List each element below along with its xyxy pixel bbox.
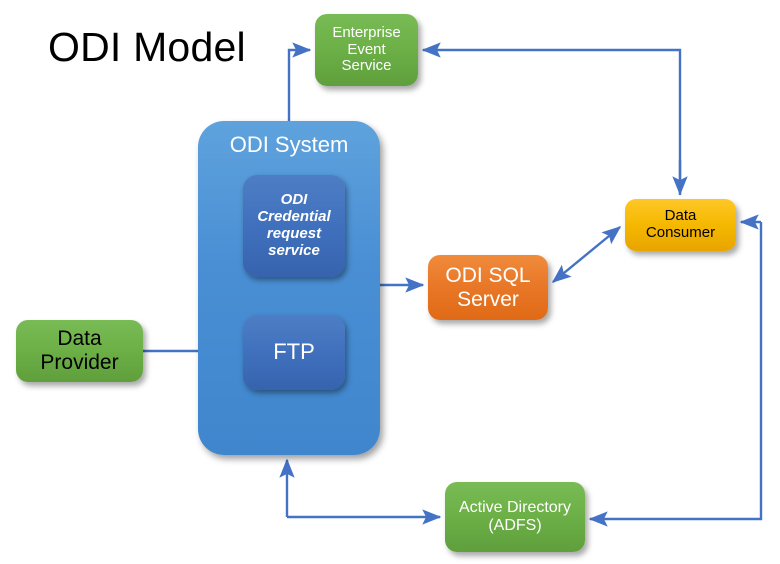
node-label-ftp: FTP <box>273 339 315 365</box>
node-ftp[interactable]: FTP <box>243 315 345 390</box>
node-label-odi-system: ODI System <box>229 132 349 157</box>
connector-data-consumer-to-enterprise-event-service <box>421 42 682 195</box>
node-active-directory[interactable]: Active Directory(ADFS) <box>445 482 585 552</box>
connector-odi-system-to-enterprise-event-service <box>287 42 312 121</box>
node-odi-system[interactable]: ODI System <box>198 121 380 455</box>
page-title: ODI Model <box>48 24 246 70</box>
connector-odi-sql-server-to-data-consumer <box>551 226 622 283</box>
connector-data-consumer-to-active-directory <box>588 222 763 527</box>
node-label-active-directory: Active Directory(ADFS) <box>458 499 572 534</box>
